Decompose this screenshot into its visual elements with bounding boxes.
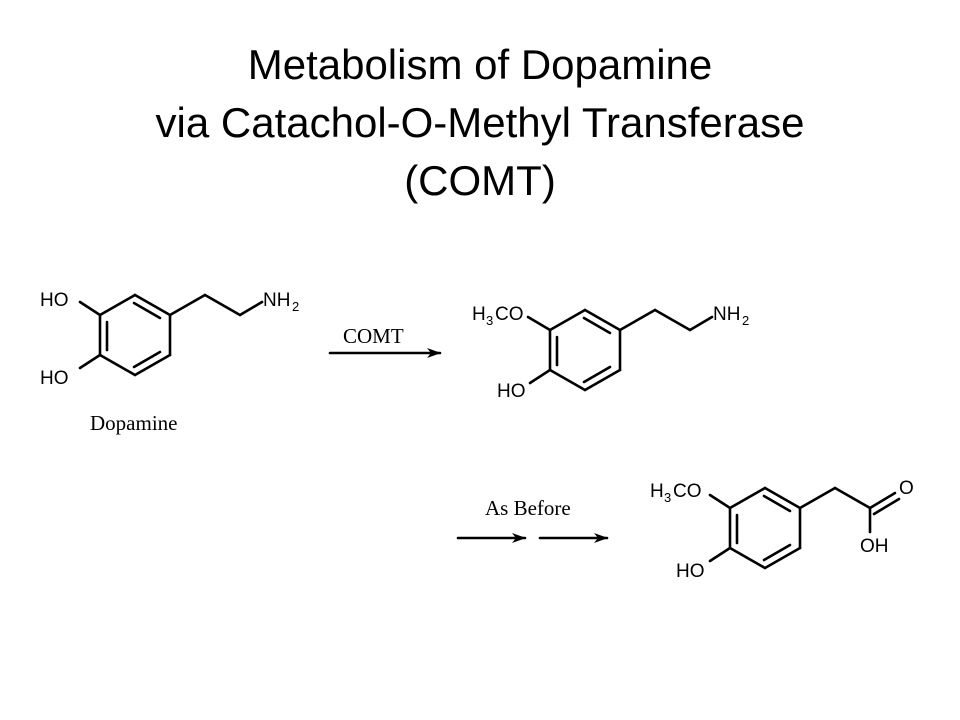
- title-line-3: (COMT): [404, 157, 556, 204]
- dopamine-bonds: [78, 293, 264, 377]
- methoxytyramine-amine-subscript: 2: [742, 313, 749, 328]
- title-line-2: via Catachol-O-Methyl Transferase: [155, 99, 805, 146]
- methoxytyramine-methoxy-subscript: 3: [486, 313, 493, 328]
- homovanillic-acid-bonds: [708, 486, 901, 570]
- hva-hydroxy-label: HO: [676, 561, 705, 582]
- hva-carbonyl-o-label: O: [899, 478, 914, 499]
- methoxytyramine-amine-label: NH: [713, 304, 740, 325]
- dopamine-structure: HO HO NH 2 Dopamine: [40, 290, 299, 435]
- methoxytyramine-methoxy-h-label: H: [472, 304, 486, 325]
- hva-acid-oh-label: OH: [860, 536, 889, 557]
- dopamine-amine-label: NH: [263, 290, 290, 311]
- dopamine-ho-top-label: HO: [40, 290, 69, 311]
- hva-methoxy-h-label: H: [650, 481, 664, 502]
- page-title: Metabolism of Dopamine via Catachol-O-Me…: [0, 36, 960, 210]
- methoxytyramine-bonds: [526, 308, 714, 392]
- as-before-reaction-arrows: As Before: [456, 496, 609, 543]
- comt-enzyme-label: COMT: [343, 324, 404, 348]
- dopamine-ho-bottom-label: HO: [40, 368, 69, 389]
- as-before-label: As Before: [485, 496, 571, 520]
- methoxytyramine-structure: H 3 CO HO NH 2: [472, 304, 749, 402]
- dopamine-name-label: Dopamine: [90, 411, 177, 435]
- methoxytyramine-hydroxy-label: HO: [497, 381, 526, 402]
- hva-methoxy-subscript: 3: [664, 490, 671, 505]
- methoxytyramine-methoxy-co-label: CO: [495, 304, 524, 325]
- homovanillic-acid-structure: H 3 CO HO O OH: [650, 478, 914, 582]
- hva-methoxy-co-label: CO: [673, 481, 702, 502]
- dopamine-amine-subscript: 2: [292, 299, 299, 314]
- title-line-1: Metabolism of Dopamine: [247, 41, 713, 88]
- comt-reaction-arrow: COMT: [328, 324, 442, 358]
